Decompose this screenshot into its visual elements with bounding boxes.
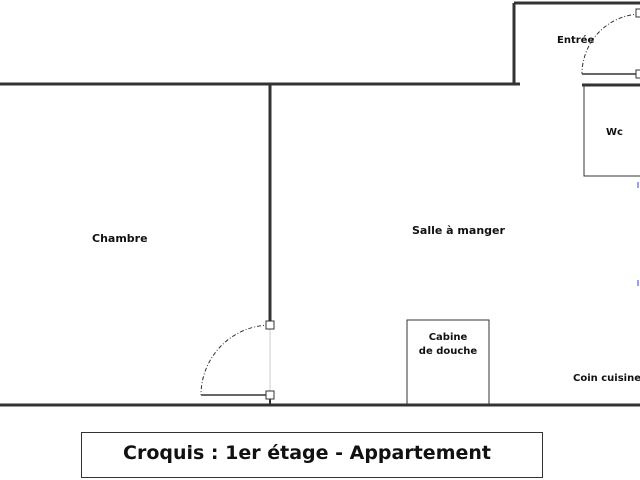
door-hinge-marker [265, 320, 275, 330]
entry-door-swing[interactable] [581, 13, 640, 75]
door-hinge-marker [265, 390, 275, 400]
cabine-line-2: de douche [418, 346, 478, 357]
room-label-cabine: Cabine de douche [410, 331, 486, 359]
room-label-salle: Salle à manger [412, 224, 505, 237]
bedroom-door-swing[interactable] [200, 324, 271, 396]
door-hinge-marker [635, 69, 640, 79]
room-label-chambre: Chambre [92, 232, 148, 245]
room-label-cuisine: Coin cuisine [573, 373, 640, 384]
room-label-entree: Entrée [557, 35, 595, 46]
wc-box [583, 85, 640, 177]
caption-title: Croquis : 1er étage - Appartement [123, 442, 491, 464]
room-label-wc: Wc [606, 127, 623, 138]
shower-cabin [406, 319, 490, 406]
cabine-line-1: Cabine [428, 332, 468, 343]
caption-box: Croquis : 1er étage - Appartement [81, 432, 543, 478]
door-hinge-marker [635, 8, 640, 18]
